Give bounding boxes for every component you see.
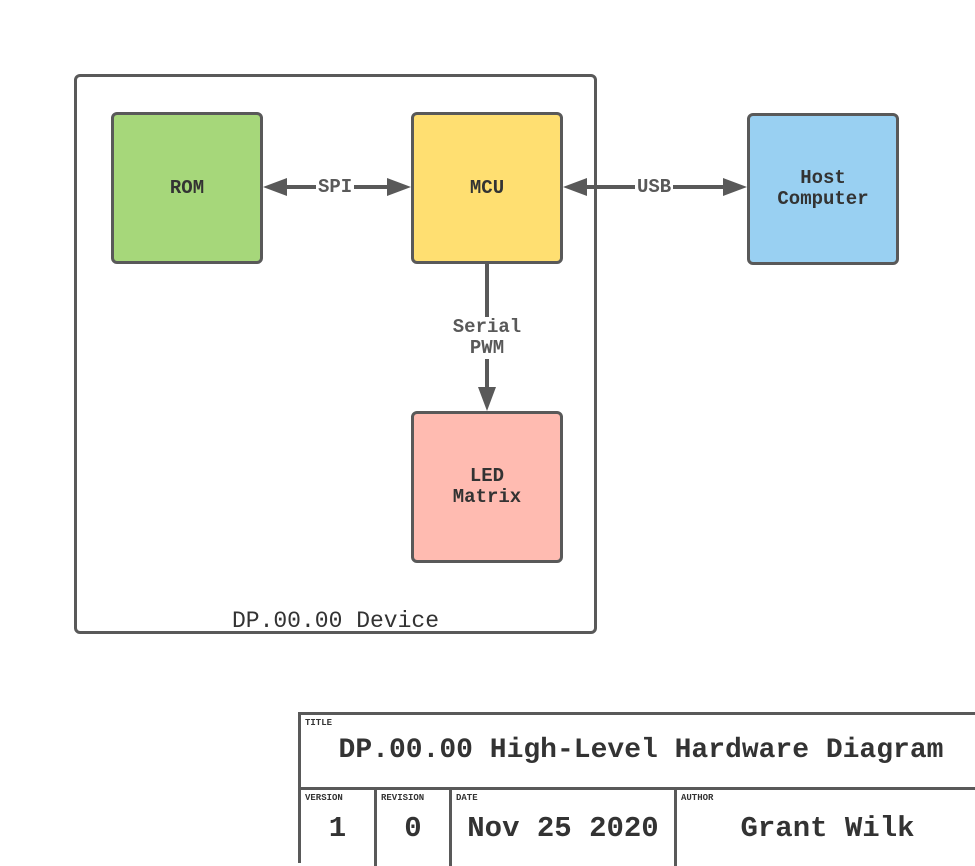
device-boundary xyxy=(74,74,597,634)
spi-label: SPI xyxy=(316,176,355,198)
rom-block-label: ROM xyxy=(169,176,205,199)
device-boundary-label: DP.00.00 Device xyxy=(231,608,440,634)
version-value: 1 xyxy=(328,812,347,845)
author-value: Grant Wilk xyxy=(740,812,915,845)
revision-value: 0 xyxy=(404,812,422,845)
serial-pwm-arrowhead xyxy=(478,387,496,411)
usb-arrowhead-left xyxy=(563,178,587,196)
host-computer-block: Host Computer xyxy=(747,113,899,265)
mcu-block-label: MCU xyxy=(469,176,505,199)
date-caption: DATE xyxy=(456,793,478,803)
author-cell: AUTHOR Grant Wilk xyxy=(677,790,975,866)
revision-cell: REVISION 0 xyxy=(377,790,452,866)
date-cell: DATE Nov 25 2020 xyxy=(452,790,677,866)
revision-caption: REVISION xyxy=(381,793,425,803)
usb-arrowhead-right xyxy=(723,178,747,196)
led-matrix-block: LED Matrix xyxy=(411,411,563,563)
date-value: Nov 25 2020 xyxy=(467,812,659,845)
host-computer-block-label: Host Computer xyxy=(777,167,869,210)
title-cell: TITLE DP.00.00 High-Level Hardware Diagr… xyxy=(301,715,975,790)
serial-pwm-label: Serial PWM xyxy=(447,317,527,359)
rom-block: ROM xyxy=(111,112,263,264)
mcu-block: MCU xyxy=(411,112,563,264)
led-matrix-block-label: LED Matrix xyxy=(452,465,522,508)
title-caption: TITLE xyxy=(305,718,333,728)
spi-arrowhead-right xyxy=(387,178,411,196)
version-cell: VERSION 1 xyxy=(301,790,377,866)
spi-arrowhead-left xyxy=(263,178,287,196)
diagram-title: DP.00.00 High-Level Hardware Diagram xyxy=(338,735,944,766)
usb-label: USB xyxy=(635,176,674,198)
author-caption: AUTHOR xyxy=(681,793,714,803)
title-block: TITLE DP.00.00 High-Level Hardware Diagr… xyxy=(298,712,975,866)
version-caption: VERSION xyxy=(305,793,343,803)
